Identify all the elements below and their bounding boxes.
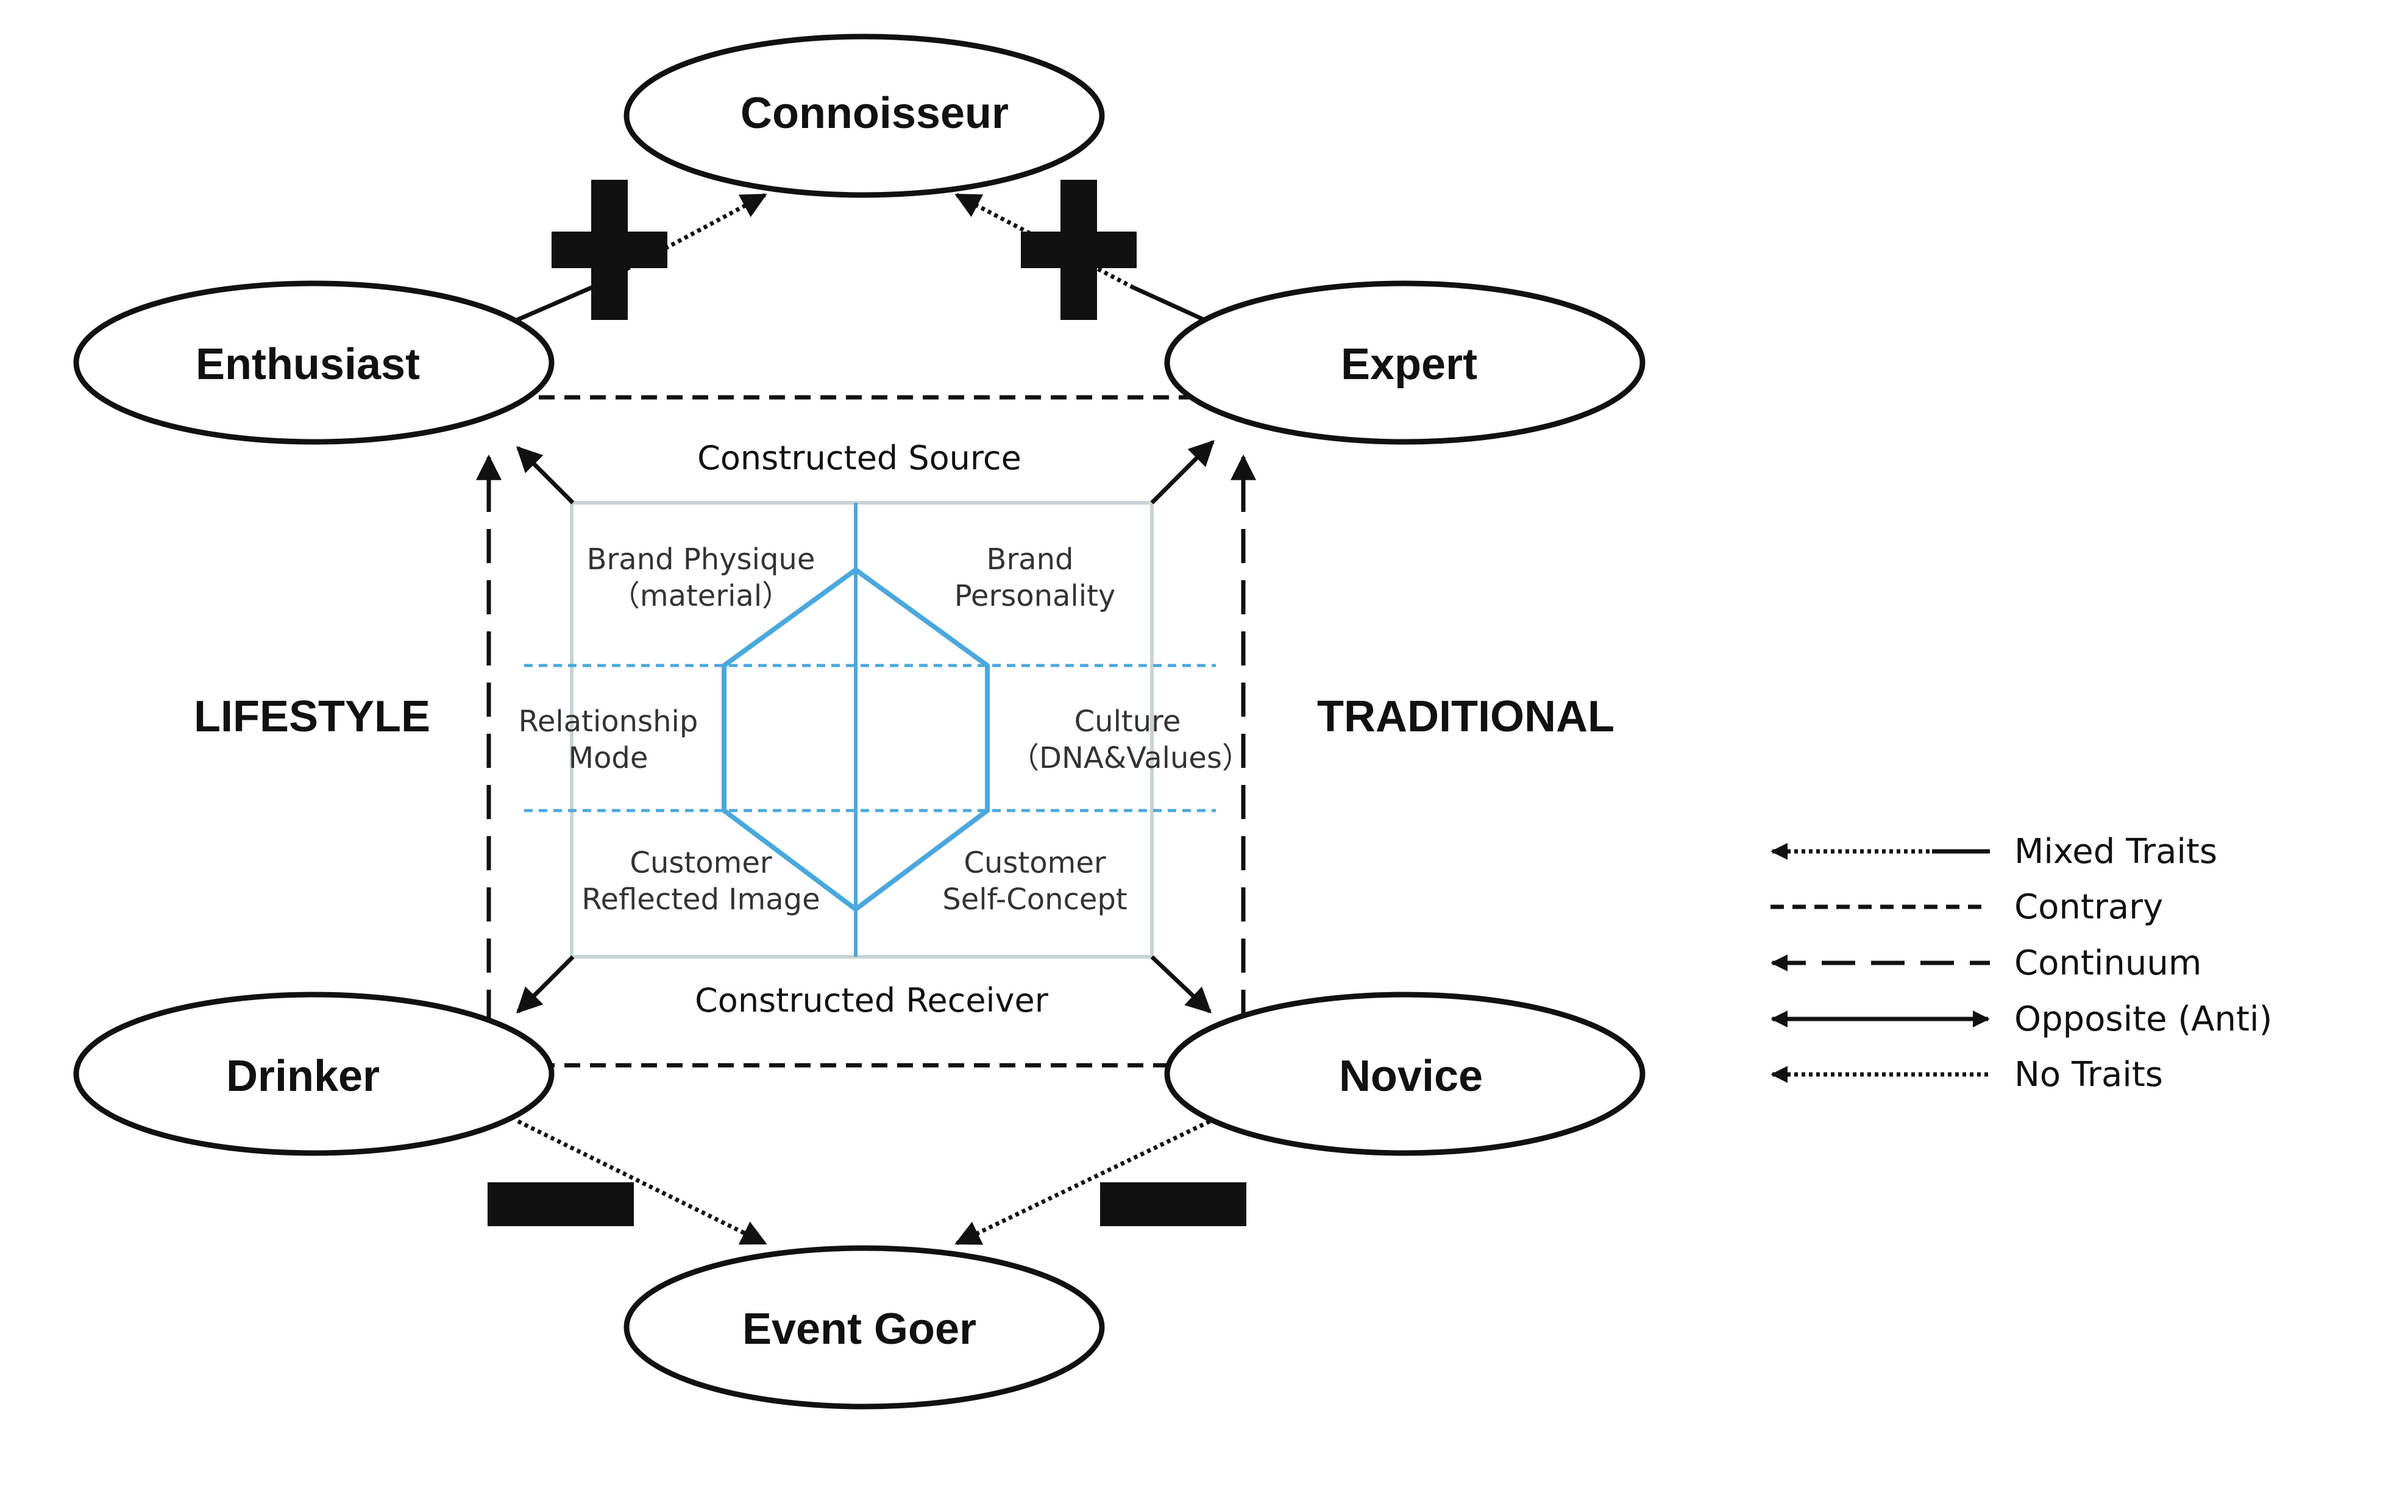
corner-arrow-bottom-left bbox=[516, 955, 575, 1013]
persona-drinker: Drinker bbox=[73, 992, 555, 1156]
persona-enthusiast: Enthusiast bbox=[73, 280, 555, 445]
self-concept-label-2: Self-Concept bbox=[942, 882, 1127, 917]
constructed-source-label: Constructed Source bbox=[697, 439, 1021, 477]
legend-mixed-label: Mixed Traits bbox=[2014, 832, 2217, 871]
legend-contrary-label: Contrary bbox=[2014, 887, 2163, 927]
persona-connoisseur-label: Connoisseur bbox=[741, 89, 1009, 138]
no-traits-line-novice bbox=[954, 1119, 1211, 1246]
relationship-label-2: Mode bbox=[569, 741, 648, 775]
brand-physique-label-1: Brand Physique bbox=[587, 542, 815, 577]
prism-hexagon bbox=[722, 567, 990, 912]
legend-no-traits-label: No Traits bbox=[2014, 1055, 2163, 1095]
corner-arrow-bottom-right bbox=[1150, 955, 1212, 1013]
culture-label-2: （DNA&Values） bbox=[1010, 741, 1251, 775]
plus-right-icon bbox=[1021, 180, 1137, 320]
corner-arrow-top-right bbox=[1150, 440, 1215, 505]
legend-opposite-label: Opposite (Anti) bbox=[2014, 999, 2272, 1039]
reflected-image-label-1: Customer bbox=[630, 846, 772, 880]
culture-label-1: Culture bbox=[1074, 705, 1181, 739]
persona-event-goer: Event Goer bbox=[623, 1245, 1105, 1410]
axis-lifestyle-label: LIFESTYLE bbox=[194, 692, 430, 741]
no-traits-line-drinker bbox=[517, 1119, 767, 1246]
connectors bbox=[476, 193, 1256, 1246]
legend-continuum-label: Continuum bbox=[2014, 943, 2201, 983]
brand-personality-label-1: Brand bbox=[987, 542, 1074, 577]
persona-novice: Novice bbox=[1164, 992, 1646, 1156]
prism-frame bbox=[570, 501, 1154, 959]
corner-arrow-top-left bbox=[516, 446, 575, 505]
brand-personality-label-2: Personality bbox=[954, 579, 1116, 613]
legend: Mixed Traits Contrary Continuum Opposite… bbox=[1770, 832, 2272, 1095]
relationship-label-1: Relationship bbox=[519, 705, 698, 739]
minus-right-icon bbox=[1100, 1182, 1246, 1226]
brand-physique-label-2: （material） bbox=[611, 579, 791, 613]
persona-novice-label: Novice bbox=[1339, 1052, 1483, 1101]
constructed-receiver-label: Constructed Receiver bbox=[695, 981, 1049, 1020]
self-concept-label-1: Customer bbox=[964, 846, 1106, 880]
reflected-image-label-2: Reflected Image bbox=[581, 882, 820, 917]
persona-connoisseur: Connoisseur bbox=[623, 34, 1105, 198]
persona-expert: Expert bbox=[1164, 280, 1646, 445]
persona-drinker-label: Drinker bbox=[226, 1052, 380, 1101]
persona-expert-label: Expert bbox=[1341, 340, 1477, 389]
minus-left-icon bbox=[488, 1182, 634, 1226]
identity-prism: Constructed Source Constructed Receiver … bbox=[519, 439, 1251, 1020]
persona-enthusiast-label: Enthusiast bbox=[196, 340, 420, 389]
plus-left-icon bbox=[552, 180, 667, 320]
axis-traditional-label: TRADITIONAL bbox=[1317, 692, 1614, 741]
persona-event-goer-label: Event Goer bbox=[742, 1305, 976, 1354]
